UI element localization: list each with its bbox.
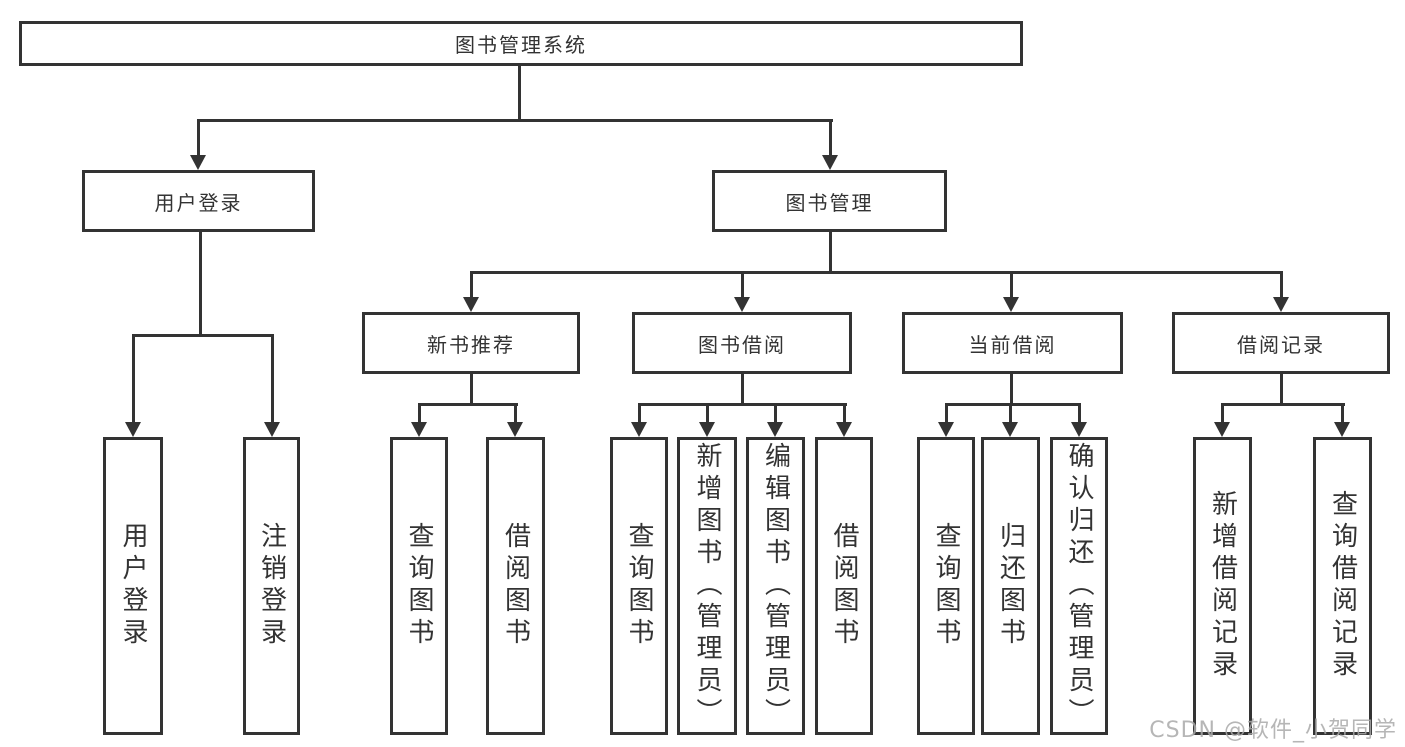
arrow-to-borrow-records bbox=[1273, 271, 1290, 312]
arrow-to-book-borrow bbox=[734, 271, 751, 312]
node-new-book-recommend: 新书推荐 bbox=[362, 312, 580, 374]
connector-g4-rail bbox=[1221, 403, 1345, 406]
connector-book-stem bbox=[829, 232, 832, 274]
arrow-g2-add-books bbox=[699, 403, 716, 437]
leaf-label: 查询图书 bbox=[404, 522, 434, 650]
connector-g4-stem bbox=[1280, 374, 1283, 406]
leaf-g2-add-books-admin: 新增图书（管理员） bbox=[677, 437, 737, 735]
arrow-g2-edit-books bbox=[767, 403, 784, 437]
connector-level1-rail bbox=[197, 119, 833, 122]
arrow-g2-query-books bbox=[631, 403, 648, 437]
node-user-login: 用户登录 bbox=[82, 170, 315, 232]
arrow-g4-add-record bbox=[1214, 403, 1231, 437]
arrow-to-user-login bbox=[190, 119, 207, 170]
leaf-label: 注销登录 bbox=[256, 522, 287, 650]
leaf-g2-edit-books-admin: 编辑图书（管理员） bbox=[746, 437, 805, 735]
connector-user-stem bbox=[199, 232, 202, 336]
arrow-to-leaf-user-login bbox=[125, 334, 142, 437]
leaf-label: 借阅图书 bbox=[500, 522, 531, 650]
leaf-g4-add-borrow-record: 新增借阅记录 bbox=[1193, 437, 1252, 735]
leaf-label: 编辑图书（管理员） bbox=[760, 442, 791, 730]
leaf-label: 新增图书（管理员） bbox=[692, 442, 722, 730]
leaf-g1-query-books: 查询图书 bbox=[390, 437, 448, 735]
connector-g1-stem bbox=[470, 374, 473, 406]
csdn-watermark: CSDN @软件_小贺同学 bbox=[1149, 718, 1397, 743]
leaf-user-login: 用户登录 bbox=[103, 437, 163, 735]
connector-g2-rail bbox=[638, 403, 847, 406]
arrow-g1-borrow-books bbox=[507, 403, 524, 437]
connector-g3-stem bbox=[1010, 374, 1013, 406]
arrow-g4-query-record bbox=[1334, 403, 1351, 437]
leaf-label: 查询借阅记录 bbox=[1327, 490, 1358, 682]
node-label: 图书管理 bbox=[785, 190, 874, 215]
arrow-to-current-borrow bbox=[1003, 271, 1020, 312]
connector-g3-rail bbox=[945, 403, 1081, 406]
leaf-g1-borrow-books: 借阅图书 bbox=[486, 437, 545, 735]
leaf-label: 确认归还（管理员） bbox=[1064, 442, 1094, 730]
arrow-to-book-mgmt bbox=[822, 119, 839, 170]
arrow-to-leaf-logout bbox=[264, 334, 281, 437]
node-label: 用户登录 bbox=[154, 190, 243, 215]
leaf-g4-query-borrow-record: 查询借阅记录 bbox=[1313, 437, 1372, 735]
leaf-logout: 注销登录 bbox=[243, 437, 300, 735]
arrow-to-new-books bbox=[463, 271, 480, 312]
leaf-g3-query-books: 查询图书 bbox=[917, 437, 975, 735]
node-current-borrow: 当前借阅 bbox=[902, 312, 1123, 374]
node-label: 新书推荐 bbox=[427, 332, 515, 357]
leaf-label: 归还图书 bbox=[995, 522, 1026, 650]
connector-level3-rail bbox=[470, 271, 1283, 274]
node-label: 当前借阅 bbox=[968, 332, 1057, 357]
leaf-label: 查询图书 bbox=[624, 522, 654, 650]
node-label: 借阅记录 bbox=[1237, 332, 1325, 357]
arrow-g3-return-books bbox=[1002, 403, 1019, 437]
leaf-label: 借阅图书 bbox=[829, 522, 859, 650]
leaf-g2-query-books: 查询图书 bbox=[610, 437, 668, 735]
leaf-label: 新增借阅记录 bbox=[1207, 490, 1238, 682]
node-library-system: 图书管理系统 bbox=[19, 21, 1023, 66]
leaf-label: 查询图书 bbox=[931, 522, 961, 650]
connector-root-stem bbox=[518, 64, 521, 122]
arrow-g1-query-books bbox=[411, 403, 428, 437]
arrow-g3-query-books bbox=[938, 403, 955, 437]
leaf-g3-return-books: 归还图书 bbox=[981, 437, 1040, 735]
node-book-borrow: 图书借阅 bbox=[632, 312, 852, 374]
node-label: 图书管理系统 bbox=[455, 33, 587, 57]
connector-g1-rail bbox=[418, 403, 518, 406]
leaf-g3-confirm-return-admin: 确认归还（管理员） bbox=[1050, 437, 1108, 735]
arrow-g2-borrow-books bbox=[836, 403, 853, 437]
node-borrow-records: 借阅记录 bbox=[1172, 312, 1390, 374]
arrow-g3-confirm-return bbox=[1071, 403, 1088, 437]
connector-g2-stem bbox=[741, 374, 744, 406]
connector-user-rail bbox=[132, 334, 274, 337]
leaf-label: 用户登录 bbox=[118, 522, 148, 650]
node-label: 图书借阅 bbox=[698, 332, 786, 357]
leaf-g2-borrow-books: 借阅图书 bbox=[815, 437, 873, 735]
node-book-mgmt: 图书管理 bbox=[712, 170, 947, 232]
